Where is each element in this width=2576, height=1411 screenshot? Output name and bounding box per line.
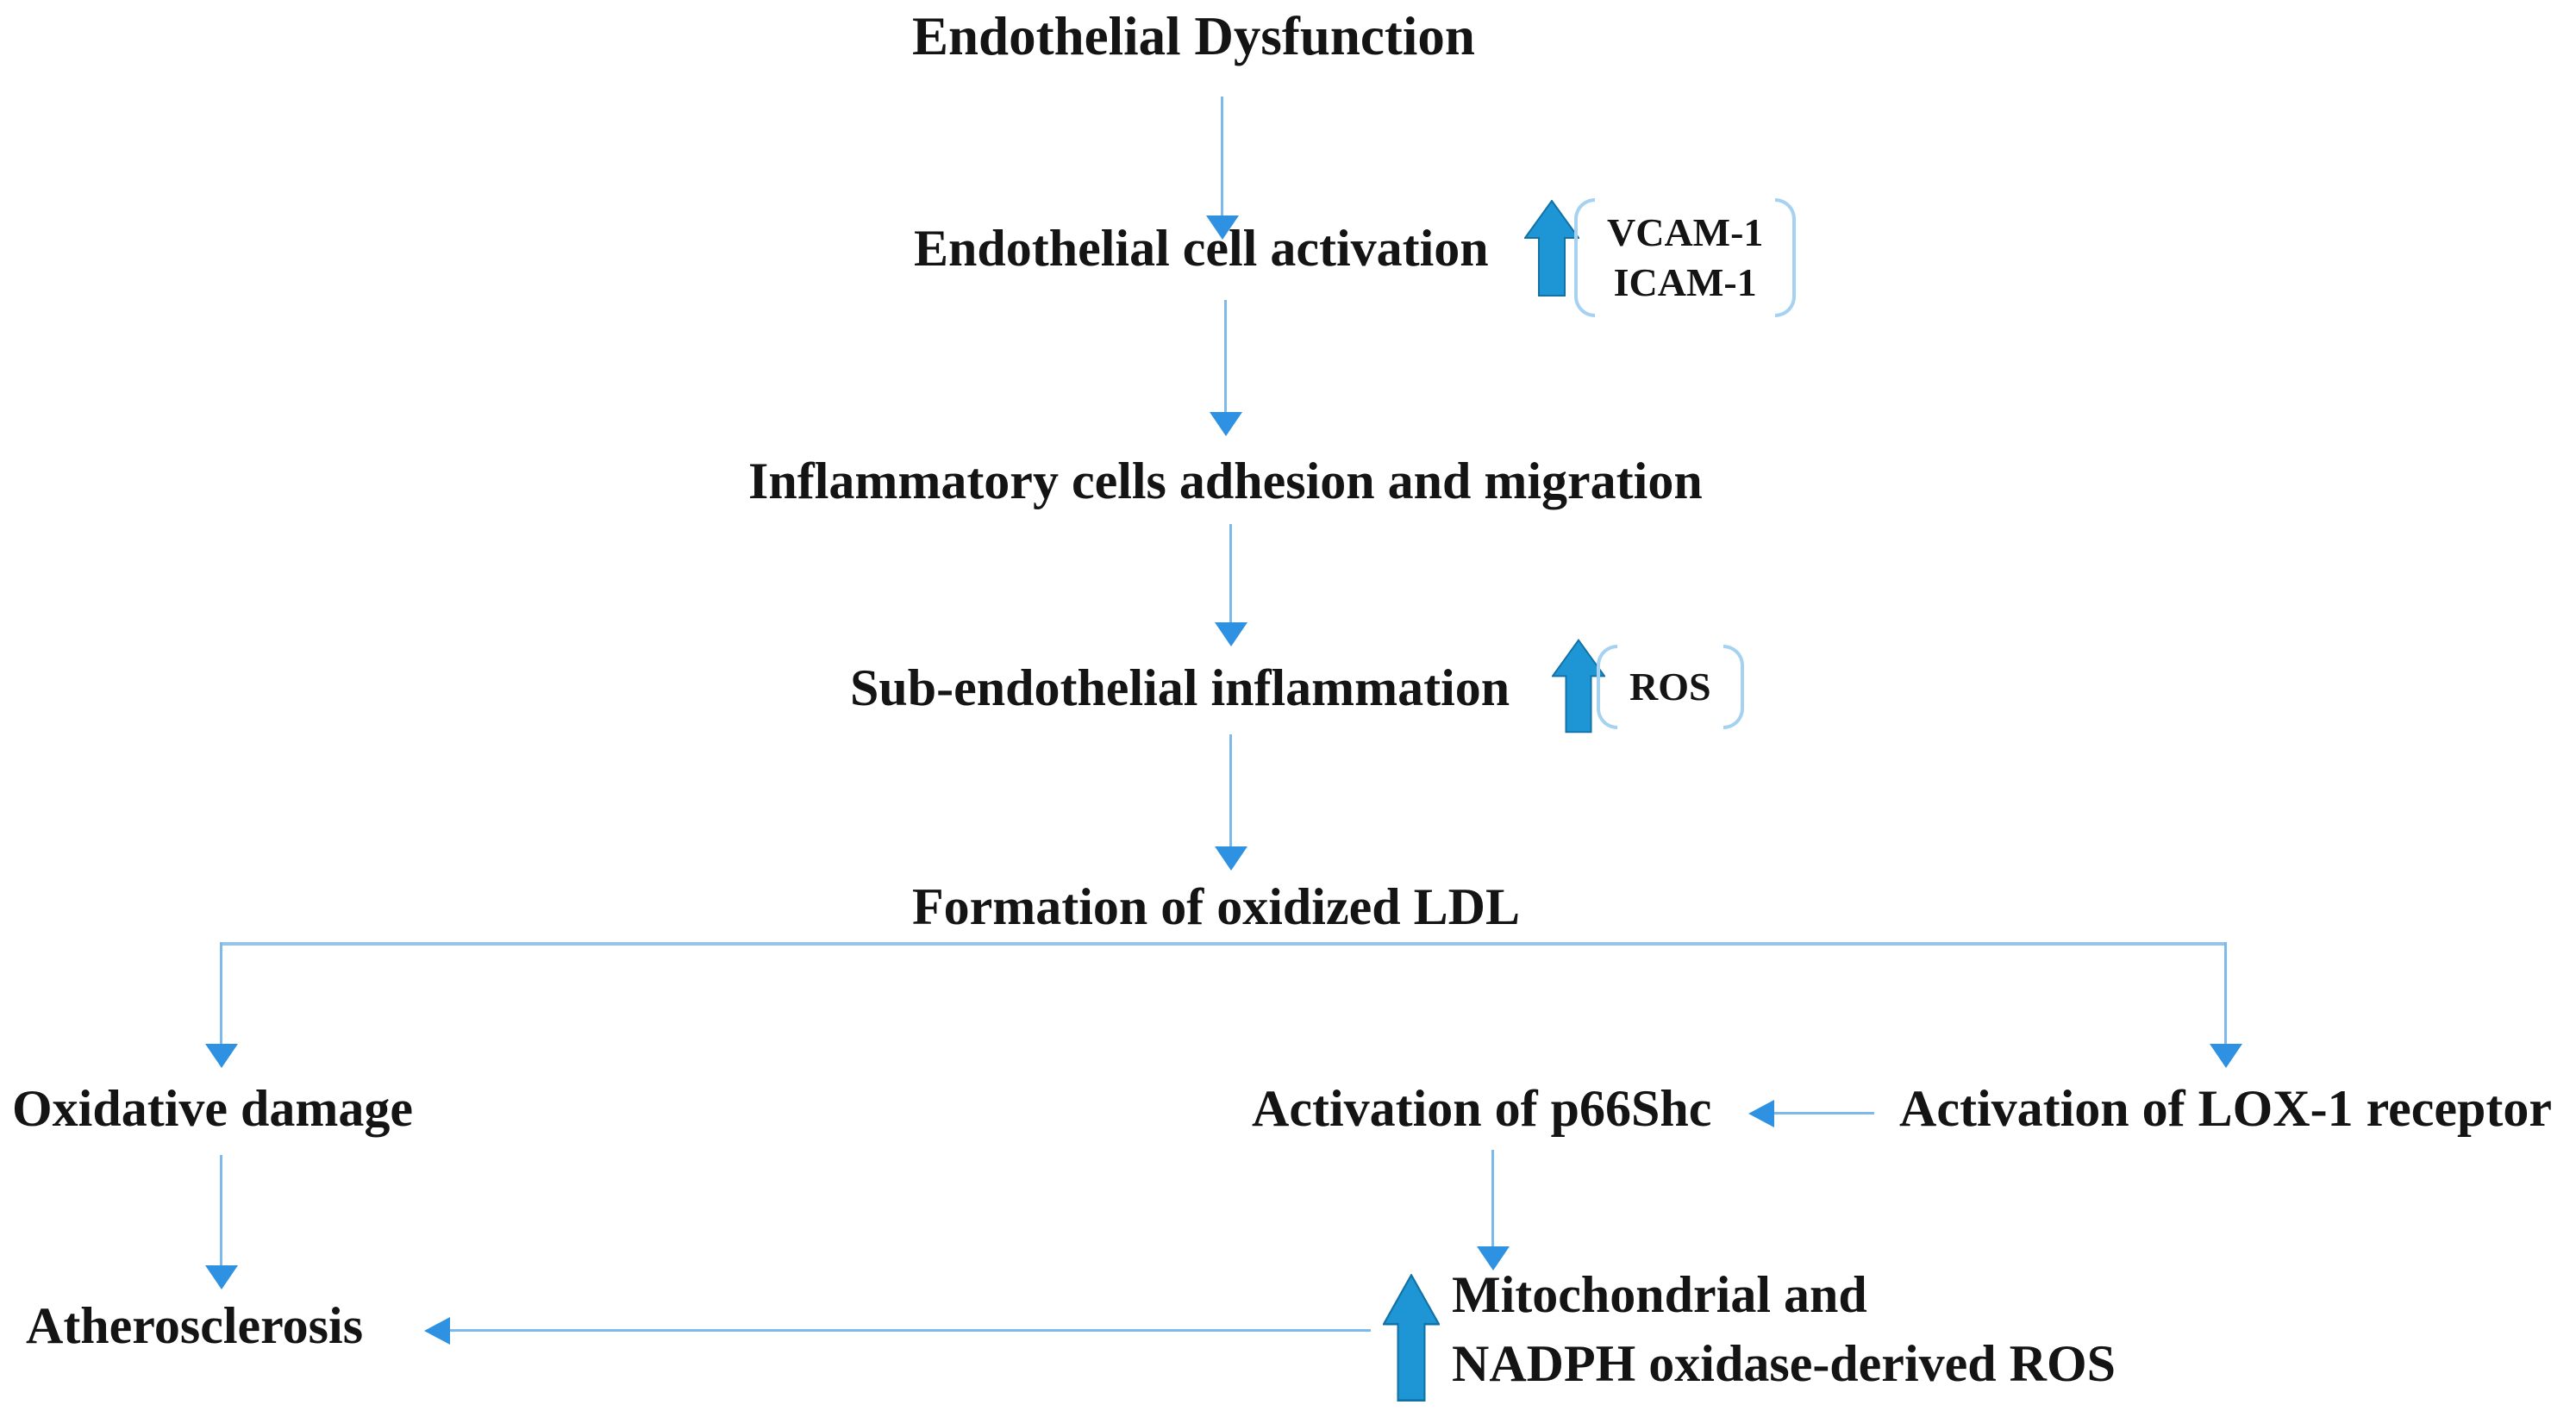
mitochondrial-line2: NADPH oxidase-derived ROS bbox=[1452, 1335, 2116, 1392]
label-ros: ROS bbox=[1629, 665, 1711, 709]
adhesion-molecules-bracket: VCAM-1 ICAM-1 bbox=[1574, 198, 1797, 317]
connector-line bbox=[1229, 524, 1232, 622]
down-arrowhead-icon bbox=[205, 1044, 238, 1068]
increase-arrow-icon bbox=[1524, 200, 1579, 297]
increase-arrow-icon bbox=[1383, 1274, 1440, 1402]
label-icam1: ICAM-1 bbox=[1613, 260, 1757, 304]
connector-line bbox=[2224, 942, 2227, 1044]
node-mitochondrial-nadph-ros: Mitochondrial and NADPH oxidase-derived … bbox=[1452, 1260, 2116, 1398]
down-arrowhead-icon bbox=[1215, 622, 1247, 646]
down-arrowhead-icon bbox=[1210, 412, 1242, 436]
down-arrowhead-icon bbox=[1206, 215, 1239, 240]
connector-line bbox=[1229, 734, 1232, 846]
connector-line bbox=[448, 1329, 1371, 1332]
down-arrowhead-icon bbox=[1215, 846, 1247, 871]
node-lox1-receptor: Activation of LOX-1 receptor bbox=[1899, 1080, 2553, 1137]
node-oxidative-damage: Oxidative damage bbox=[12, 1080, 413, 1137]
right-bracket-icon bbox=[1775, 198, 1797, 317]
node-subendothelial-inflammation: Sub-endothelial inflammation bbox=[850, 659, 1510, 716]
left-bracket-icon bbox=[1574, 198, 1595, 317]
connector-line bbox=[220, 1155, 222, 1265]
ros-bracket: ROS bbox=[1597, 645, 1744, 729]
branch-line bbox=[220, 942, 2227, 946]
label-vcam1: VCAM-1 bbox=[1607, 210, 1764, 254]
left-arrowhead-icon bbox=[1748, 1100, 1774, 1127]
connector-line bbox=[1491, 1150, 1494, 1246]
down-arrowhead-icon bbox=[2210, 1044, 2242, 1068]
node-inflammatory-adhesion: Inflammatory cells adhesion and migratio… bbox=[748, 453, 1703, 509]
connector-line bbox=[220, 942, 222, 1044]
increase-arrow-icon bbox=[1552, 639, 1605, 734]
left-arrowhead-icon bbox=[424, 1317, 450, 1345]
connector-line bbox=[1224, 300, 1227, 412]
right-bracket-icon bbox=[1723, 645, 1744, 729]
node-oxidized-ldl: Formation of oxidized LDL bbox=[912, 878, 1520, 935]
mitochondrial-line1: Mitochondrial and bbox=[1452, 1266, 1867, 1323]
connector-line bbox=[1221, 97, 1223, 217]
node-endothelial-cell-activation: Endothelial cell activation bbox=[914, 220, 1489, 277]
node-p66shc: Activation of p66Shc bbox=[1252, 1080, 1712, 1137]
node-atherosclerosis: Atherosclerosis bbox=[26, 1297, 364, 1354]
down-arrowhead-icon bbox=[1477, 1246, 1510, 1271]
node-endothelial-dysfunction: Endothelial Dysfunction bbox=[912, 6, 1475, 66]
connector-line bbox=[1773, 1112, 1874, 1114]
left-bracket-icon bbox=[1597, 645, 1617, 729]
down-arrowhead-icon bbox=[205, 1265, 238, 1289]
